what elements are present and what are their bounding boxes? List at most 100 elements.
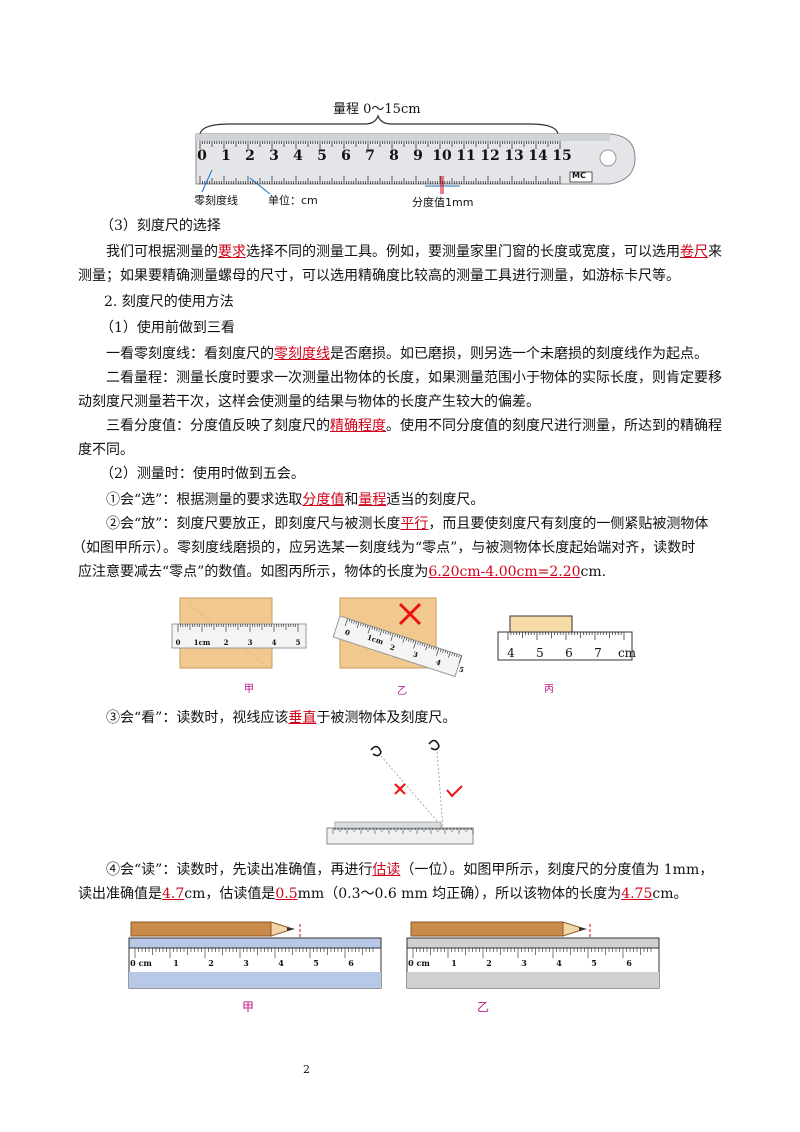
tick-label: 8 [389, 148, 399, 164]
tick-mark [408, 638, 410, 642]
tick-mark [453, 653, 456, 657]
tick-mark [410, 639, 412, 643]
para-select-line2: 测量；如果要精确测量螺母的尺寸，可以选用精确度比较高的测量工具进行测量，如游标卡… [78, 268, 680, 284]
tick-mark [378, 628, 380, 632]
pencil-ruler-jia [128, 921, 382, 989]
tick-label: 4 [507, 646, 515, 660]
placement-illustration [171, 597, 633, 678]
tick-mark [419, 642, 421, 646]
read-label-yi: 乙 [477, 1000, 490, 1014]
tick-mark [424, 643, 426, 647]
tick-label: 5 [536, 646, 544, 660]
will-place-line3: 应注意要减去“零点”的数值。如图丙所示，物体的长度为6.20cm-4.00cm=… [78, 564, 607, 580]
sight-line-figure [325, 736, 475, 848]
tick-mark [356, 622, 360, 628]
tick-mark [435, 647, 437, 651]
tick-label: 1cm [193, 638, 211, 647]
fig-label-bing: 丙 [544, 684, 554, 695]
tick-mark [382, 630, 385, 634]
tick-mark [401, 636, 403, 640]
tick-label: 2 [223, 638, 229, 647]
page-number: 2 [303, 1063, 310, 1076]
tick-mark [379, 629, 383, 636]
tick-mark [455, 653, 458, 658]
tick-label: cm [617, 646, 637, 660]
will-look: ③会“看”：读数时，视线应该垂直于被测物体及刻度尺。 [106, 710, 457, 726]
tick-mark [396, 634, 399, 638]
tick-label: 2 [486, 958, 492, 968]
fig-label-jia: 甲 [244, 684, 254, 695]
tick-label: 0 [343, 627, 351, 638]
ruler-ticks-bottom [199, 176, 561, 184]
read-label-jia: 甲 [242, 1000, 255, 1014]
tick-mark [417, 641, 419, 645]
tick-mark [425, 644, 428, 651]
tick-mark [348, 619, 351, 623]
tick-label: 7 [594, 646, 602, 660]
tick-label: 5 [457, 664, 465, 675]
sub-heading-three-looks: （1）使用前做到三看 [100, 320, 235, 336]
tick-mark [353, 620, 355, 624]
look-zero-line: 一看零刻度线：看刻度尺的零刻度线是否磨损。如已磨损，则另选一个未磨损的刻度线作为… [106, 346, 708, 362]
tick-label: 3 [247, 638, 253, 647]
tick-mark [344, 618, 348, 627]
tick-label: 2 [388, 642, 397, 653]
tick-mark [367, 625, 371, 634]
tick-label: 4 [434, 657, 442, 668]
tick-mark [413, 640, 417, 649]
tick-mark [389, 632, 392, 636]
unit-label: 单位：cm [268, 194, 318, 207]
steel-ruler-illustration [195, 114, 636, 195]
tick-mark [433, 646, 435, 650]
tick-label: 10 [432, 148, 452, 164]
tick-mark [390, 633, 394, 642]
tick-mark [405, 637, 408, 641]
tick-label: 6 [565, 646, 573, 660]
brand-label: MC [572, 171, 586, 180]
tick-label: 13 [504, 148, 524, 164]
tick-mark [364, 624, 367, 628]
tick-label: 1 [221, 148, 231, 164]
eye-sight-illustration [326, 739, 474, 845]
tick-label: 4 [293, 148, 303, 164]
will-read-line2: 读出准确值是4.7cm，估读值是0.5mm（0.3～0.6 mm 均正确），所以… [78, 886, 688, 902]
tick-mark [430, 645, 433, 649]
division-label: 分度值1mm [412, 196, 474, 209]
will-place-line1: ②会“放”：刻度尺要放正，即刻度尺与被测长度平行，而且要使刻度尺有刻度的一侧紧贴… [106, 516, 709, 532]
tick-mark [451, 652, 453, 656]
tick-mark [421, 642, 424, 646]
will-select: ①会“选”：根据测量的要求选取分度值和量程适当的刻度尺。 [106, 492, 485, 508]
tick-mark [402, 636, 405, 643]
section3-title: （3）刻度尺的选择 [100, 218, 221, 234]
tick-mark [436, 648, 440, 656]
tick-mark [446, 651, 449, 655]
tick-mark [360, 622, 362, 626]
tick-mark [362, 623, 364, 627]
zero-line-label: 零刻度线 [194, 194, 238, 207]
tick-label: 1cm [366, 633, 385, 647]
will-place-line2: （如图甲所示）。零刻度线磨损的，应另选某一刻度线为“零点”，与被测物体长度起始端… [72, 540, 696, 556]
look-range-line2: 动刻度尺测量若干次，这样会使测量的结果与物体的长度产生较大的偏差。 [78, 394, 540, 410]
tick-label: 2 [245, 148, 255, 164]
tick-label: 15 [552, 148, 572, 164]
tick-label: 2 [208, 958, 214, 968]
tick-mark [398, 635, 401, 639]
heading-usage: 2. 刻度尺的使用方法 [104, 294, 234, 310]
tick-mark [366, 625, 369, 629]
look-division-line2: 度不同。 [78, 442, 134, 458]
tick-mark [373, 627, 376, 631]
tick-mark [394, 633, 396, 637]
tick-mark [376, 628, 378, 632]
fig-label-yi: 乙 [397, 686, 407, 697]
tick-label: 3 [521, 958, 527, 968]
tick-label: 0 [175, 638, 181, 647]
tick-label: 0 cm [408, 958, 430, 968]
tick-label: 1 [451, 958, 457, 968]
tick-mark [428, 645, 431, 649]
